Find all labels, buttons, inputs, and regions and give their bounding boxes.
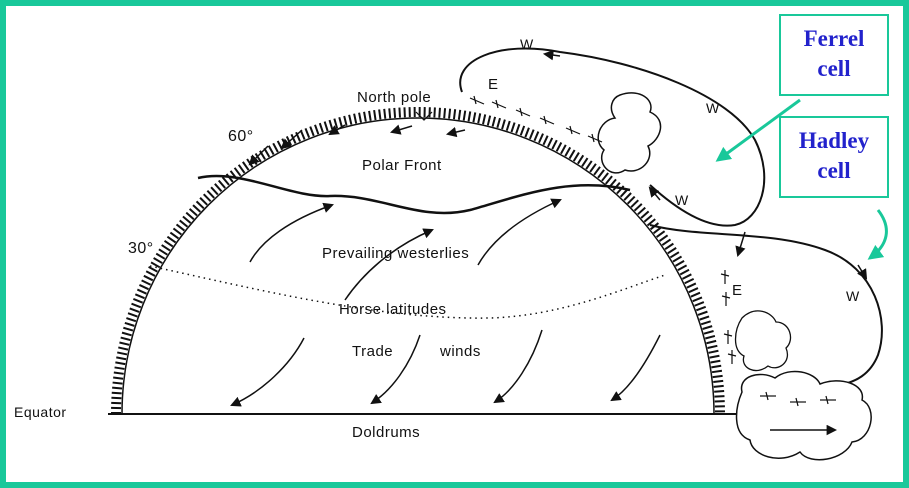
- trade-winds-arrows: [232, 330, 660, 405]
- ferrel-callout-line1: Ferrel: [781, 24, 887, 54]
- trade-label: Trade: [352, 343, 393, 360]
- ferrel-arrow-1: [545, 54, 560, 56]
- prevailing-westerlies-label: Prevailing westerlies: [322, 245, 469, 262]
- north-pole-label: North pole: [357, 89, 431, 106]
- hadley-callout-line2: cell: [781, 156, 887, 186]
- lat-30-label: 30°: [128, 240, 154, 258]
- horse-latitudes-label: Horse latitudes: [339, 301, 447, 318]
- doldrums-label: Doldrums: [352, 424, 420, 441]
- surface-westerly-label: W: [675, 192, 689, 208]
- polar-front-cloud: [598, 93, 660, 173]
- equator-label: Equator: [14, 404, 67, 420]
- hadley-pointer: [870, 210, 886, 258]
- polar-front-line: [198, 176, 630, 213]
- ferrel-westerly-label: W: [706, 100, 720, 116]
- hadley-callout-line1: Hadley: [781, 126, 887, 156]
- hadley-westerly-label: W: [846, 288, 860, 304]
- hadley-cell-callout: Hadley cell: [779, 116, 889, 198]
- upper-westerly-label: W: [520, 36, 534, 52]
- trade-cumulus-cloud: [736, 311, 791, 371]
- polar-front-label: Polar Front: [362, 157, 442, 174]
- lat-60-label: 60°: [228, 128, 254, 146]
- tropical-easterly-label: E: [732, 282, 743, 299]
- upper-easterly-label: E: [488, 76, 499, 93]
- ferrel-cell-callout: Ferrel cell: [779, 14, 889, 96]
- ferrel-callout-line2: cell: [781, 54, 887, 84]
- winds-label: winds: [440, 343, 481, 360]
- doldrums-cloud: [737, 371, 872, 459]
